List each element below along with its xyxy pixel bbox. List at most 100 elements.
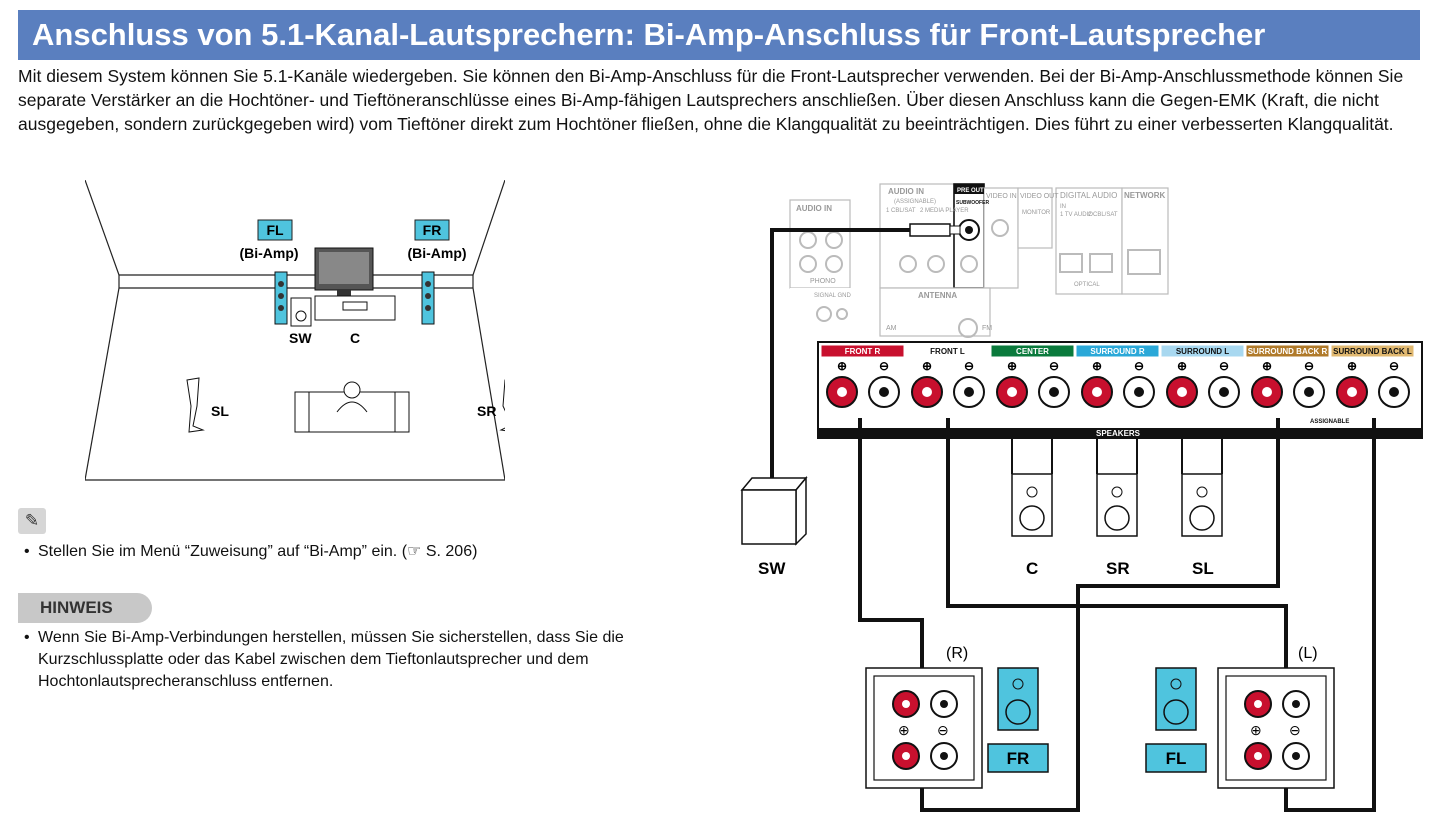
channel-header-1: [906, 345, 989, 357]
speaker-terminal-6-plus: ⊕: [1336, 359, 1368, 408]
speaker-terminal-1-plus: ⊕: [911, 359, 943, 408]
rca-plug: [909, 223, 961, 237]
optical-jack-2: [1089, 253, 1113, 273]
bi-amp-cables: [858, 418, 1376, 812]
hinweis-text: Wenn Sie Bi-Amp-Verbindungen herstellen,…: [38, 629, 624, 690]
svg-text:⊕: ⊕: [922, 359, 932, 373]
svg-text:⊕: ⊕: [898, 722, 910, 738]
tv-icon: [314, 247, 396, 321]
svg-text:⊖: ⊖: [1049, 359, 1059, 373]
assignable-label: (ASSIGNABLE): [894, 199, 936, 205]
hinweis-bullet: •Wenn Sie Bi-Amp-Verbindungen herstellen…: [24, 629, 624, 690]
speaker-terminal-3-plus: ⊕: [1081, 359, 1113, 408]
speaker-terminal-2-plus: ⊕: [996, 359, 1028, 408]
wiring-c-label: C: [1026, 559, 1038, 578]
svg-text:⊖: ⊖: [1389, 359, 1399, 373]
surround-right-wire-speaker-icon: [1096, 473, 1138, 537]
center-speaker-icon: [1011, 473, 1053, 537]
monitor-label: MONITOR: [1022, 210, 1051, 216]
cbl-sat-label: 1 CBL/SAT: [886, 208, 916, 214]
subwoofer-out-jack: [958, 219, 980, 241]
speaker-terminal-5-minus: ⊖: [1293, 359, 1325, 408]
wiring-sr-label: SR: [1106, 559, 1130, 578]
channel-header-4: [1161, 345, 1244, 357]
channel-header-2: [991, 345, 1074, 357]
speaker-terminal-2-minus: ⊖: [1038, 359, 1070, 408]
fr-label-box-wiring: [987, 743, 1049, 773]
wiring-fr-label: FR: [1007, 749, 1030, 768]
page-title: Anschluss von 5.1-Kanal-Lautsprechern: B…: [32, 17, 1266, 52]
svg-text:⊖: ⊖: [1219, 359, 1229, 373]
channel-label-0: FRONT R: [845, 347, 881, 356]
speaker-terminal-0-minus: ⊖: [868, 359, 900, 408]
channel-header-0: [821, 345, 904, 357]
audio-in-label: AUDIO IN: [888, 187, 924, 196]
pre-out-header: [954, 184, 984, 194]
assignable-small-label: ASSIGNABLE: [1310, 419, 1349, 425]
speaker-terminal-5-plus: ⊕: [1251, 359, 1283, 408]
speakers-label: SPEAKERS: [1096, 429, 1141, 438]
room-bi-amp-right: (Bi-Amp): [407, 245, 466, 261]
svg-text:⊖: ⊖: [1134, 359, 1144, 373]
speaker-terminal-0-plus: ⊕: [826, 359, 858, 408]
room-layout-diagram: FL (Bi-Amp) FR (Bi-Amp) SW C SL S: [85, 180, 505, 481]
svg-text:⊕: ⊕: [1250, 722, 1262, 738]
speaker-terminals: ⊕⊖⊕⊖⊕⊖⊕⊖⊕⊖⊕⊖⊕⊖: [826, 359, 1410, 408]
fl-label-box-wiring: [1145, 743, 1207, 773]
svg-text:⊕: ⊕: [1262, 359, 1272, 373]
speaker-terminal-footer: [818, 428, 1422, 438]
channel-label-3: SURROUND R: [1090, 347, 1144, 356]
fr-terminal-panel: ⊕⊖: [865, 667, 983, 789]
room-sl-label: SL: [211, 403, 229, 419]
tip-bullet: •Stellen Sie im Menü “Zuweisung” auf “Bi…: [24, 543, 478, 560]
optical-jack-1: [1059, 253, 1083, 273]
pre-out-label: PRE OUT: [957, 188, 984, 194]
fl-speaker-icon: [1155, 667, 1197, 731]
svg-text:⊖: ⊖: [937, 722, 949, 738]
tv-audio-label: 1 TV AUDIO: [1060, 212, 1093, 218]
channel-header-3: [1076, 345, 1159, 357]
phono-label: PHONO: [810, 278, 836, 285]
surround-right-speaker-icon: [499, 379, 505, 432]
page-reference-link[interactable]: S. 206: [425, 543, 473, 560]
room-bi-amp-left: (Bi-Amp): [239, 245, 298, 261]
signal-gnd-label: SIGNAL GND: [814, 293, 851, 299]
channel-label-5: SURROUND BACK R: [1248, 347, 1328, 356]
digital-audio-label: DIGITAL AUDIO: [1060, 191, 1117, 200]
digital-in-label: IN: [1060, 204, 1066, 210]
title-bar: Anschluss von 5.1-Kanal-Lautsprechern: B…: [18, 10, 1420, 60]
wiring-sw-label: SW: [758, 559, 786, 578]
surround-left-wire-speaker-icon: [1181, 473, 1223, 537]
wiring-sl-label: SL: [1192, 559, 1214, 578]
subwoofer-icon: [290, 297, 312, 327]
svg-text:⊖: ⊖: [1304, 359, 1314, 373]
room-c-label: C: [350, 330, 360, 346]
subwoofer-label: SUBWOOFER: [956, 200, 989, 206]
speaker-cables: [1011, 438, 1223, 474]
subwoofer-cable: [770, 228, 910, 482]
wiring-l-tag: (L): [1298, 645, 1318, 662]
am-label: AM: [886, 325, 897, 332]
listener-sofa-icon: [294, 381, 410, 433]
audio-in-phono-label: AUDIO IN: [796, 204, 832, 213]
antenna-label: ANTENNA: [918, 291, 957, 300]
video-out-label: VIDEO OUT: [1020, 193, 1059, 200]
room-sw-label: SW: [289, 330, 312, 346]
channel-label-2: CENTER: [1016, 347, 1049, 356]
network-label: NETWORK: [1124, 191, 1166, 200]
wiring-r-tag: (R): [946, 645, 968, 662]
svg-text:⊕: ⊕: [1177, 359, 1187, 373]
channel-header-5: [1246, 345, 1329, 357]
subwoofer-box-icon: [740, 475, 808, 546]
tip-text: Stellen Sie im Menü “Zuweisung” auf “Bi-…: [38, 543, 398, 560]
channel-label-4: SURROUND L: [1176, 347, 1229, 356]
wiring-fl-label: FL: [1166, 749, 1187, 768]
pencil-icon: ✎: [18, 508, 46, 534]
svg-text:⊕: ⊕: [1007, 359, 1017, 373]
channel-label-6: SURROUND BACK L: [1333, 347, 1412, 356]
svg-text:⊖: ⊖: [879, 359, 889, 373]
front-left-speaker-icon: [274, 271, 288, 325]
room-fr-label: FR: [423, 222, 442, 238]
channel-header-6: [1331, 345, 1414, 357]
